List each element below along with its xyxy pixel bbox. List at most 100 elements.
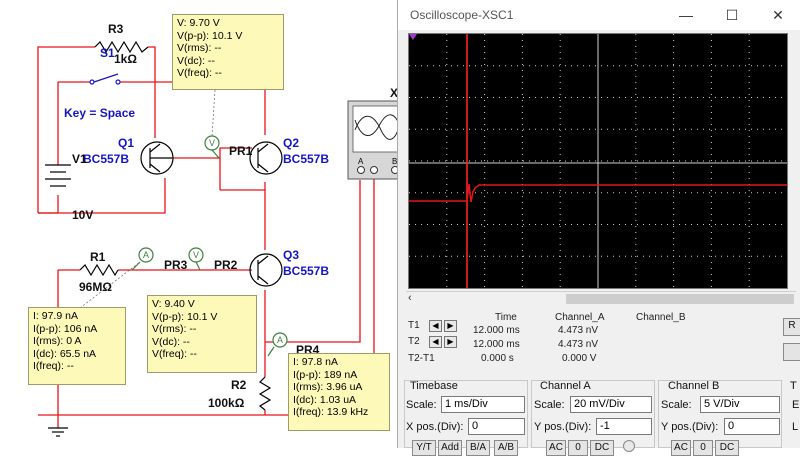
channel-a-zero-button[interactable]: 0 <box>568 440 588 456</box>
v1-battery[interactable] <box>45 164 71 187</box>
q3-label: Q3 <box>283 248 300 262</box>
grid-dot <box>661 128 662 130</box>
maximize-icon[interactable]: ☐ <box>725 7 739 23</box>
readout-row-label: T2 <box>408 336 420 347</box>
channel-a-polarity-knob-icon[interactable] <box>623 440 635 452</box>
grid-dot <box>751 97 752 98</box>
grid-dot <box>673 214 675 215</box>
grid-dot <box>745 255 746 257</box>
scope-grid <box>409 34 788 288</box>
t2-right-arrow-icon[interactable]: ▶ <box>444 336 457 348</box>
channel-a-ypos-field[interactable]: -1 <box>596 418 652 435</box>
probe-pr3-icon[interactable]: A <box>131 247 154 271</box>
grid-dot <box>559 268 561 269</box>
grid-dot <box>673 238 675 239</box>
grid-dot <box>446 88 448 89</box>
channel-a-dc-button[interactable]: DC <box>590 440 614 456</box>
grid-dot <box>697 255 698 257</box>
r3-value: 1kΩ <box>114 52 137 66</box>
r1-resistor[interactable] <box>79 263 119 277</box>
timebase-scale-field[interactable]: 1 ms/Div <box>441 396 525 413</box>
channel-b-ypos-field[interactable]: 0 <box>724 418 780 435</box>
grid-dot <box>523 224 524 225</box>
channel-b-scale-field[interactable]: 5 V/Div <box>700 396 780 413</box>
wire-scope-a <box>265 180 361 343</box>
grid-dot <box>521 250 523 251</box>
grid-dot <box>709 97 710 98</box>
t1-right-arrow-icon[interactable]: ▶ <box>444 320 457 332</box>
grid-dot <box>439 224 440 225</box>
timebase-xpos-field[interactable]: 0 <box>468 418 525 435</box>
grid-dot <box>697 97 698 98</box>
grid-dot <box>613 65 614 67</box>
grid-dot <box>635 124 637 125</box>
channel-b-ac-button[interactable]: AC <box>671 440 691 456</box>
channel-a-scale-field[interactable]: 20 mV/Div <box>570 396 652 413</box>
grid-dot <box>673 226 675 227</box>
side-button-blank[interactable] <box>783 343 800 361</box>
grid-dot <box>445 97 446 98</box>
wire-top-left <box>37 46 95 213</box>
r2-resistor[interactable] <box>258 376 272 411</box>
mode-yt-button[interactable]: Y/T <box>412 440 436 456</box>
grid-dot <box>446 130 448 131</box>
oscilloscope-titlebar[interactable]: Oscilloscope-XSC1 — ☐ ✕ <box>398 0 800 30</box>
grid-dot <box>709 128 710 130</box>
grid-dot <box>619 255 620 257</box>
horizontal-scrollbar[interactable]: ‹ <box>406 291 796 306</box>
minimize-icon[interactable]: — <box>679 7 693 23</box>
s1-switch[interactable] <box>89 73 121 85</box>
grid-dot <box>505 128 506 130</box>
side-button-r[interactable]: R <box>783 318 800 336</box>
grid-dot <box>484 142 486 143</box>
grid-dot <box>589 128 590 130</box>
pr1-leader <box>211 89 216 137</box>
grid-dot <box>727 160 728 162</box>
xsc-label-partial: X <box>390 86 399 100</box>
grid-dot <box>521 154 523 155</box>
grid-dot <box>607 255 608 257</box>
wire-q2-collector <box>220 182 266 191</box>
probe-pr4-icon[interactable]: A <box>267 332 288 357</box>
grid-dot <box>446 178 448 179</box>
grid-dot <box>521 142 523 143</box>
channel-a-ypos-label: Y pos.(Div): <box>534 421 592 433</box>
scroll-left-icon[interactable]: ‹ <box>408 292 412 304</box>
grid-dot <box>547 224 548 225</box>
grid-dot <box>710 64 712 65</box>
grid-dot <box>748 256 750 257</box>
grid-dot <box>475 97 476 98</box>
grid-dot <box>577 65 578 67</box>
probe-pr2-icon[interactable]: V <box>188 247 204 271</box>
close-icon[interactable]: ✕ <box>772 7 784 23</box>
probe-pr1-icon[interactable]: V <box>204 135 220 159</box>
grid-dot <box>745 128 746 130</box>
t2-left-arrow-icon[interactable]: ◀ <box>429 336 442 348</box>
grid-dot <box>559 286 561 287</box>
channel-b-zero-button[interactable]: 0 <box>693 440 713 456</box>
grid-dot <box>559 128 560 130</box>
oscilloscope-window[interactable]: Oscilloscope-XSC1 — ☐ ✕ ‹ Time Channel_A… <box>397 0 800 456</box>
mode-ba-button[interactable]: B/A <box>466 440 490 456</box>
channel-a-ac-button[interactable]: AC <box>546 440 566 456</box>
channel-b-dc-button[interactable]: DC <box>715 440 739 456</box>
grid-dot <box>493 224 494 225</box>
t1-left-arrow-icon[interactable]: ◀ <box>429 320 442 332</box>
grid-dot <box>523 255 524 257</box>
q2-transistor[interactable] <box>249 141 283 175</box>
q1-transistor[interactable] <box>140 141 174 175</box>
grid-dot <box>710 268 712 269</box>
scrollbar-thumb[interactable] <box>566 294 794 304</box>
grid-dot <box>727 192 728 194</box>
mode-add-button[interactable]: Add <box>438 440 462 456</box>
cursor-t1-handle[interactable] <box>409 34 417 40</box>
grid-dot <box>521 256 523 257</box>
r3-resistor[interactable] <box>94 40 149 54</box>
mode-ab-button[interactable]: A/B <box>494 440 518 456</box>
pr1-line: V(dc): -- <box>177 54 215 67</box>
q3-transistor[interactable] <box>249 253 283 287</box>
grid-dot <box>721 65 722 67</box>
grid-dot <box>635 196 637 197</box>
grid-dot <box>727 65 728 67</box>
oscilloscope-screen[interactable] <box>408 33 788 289</box>
